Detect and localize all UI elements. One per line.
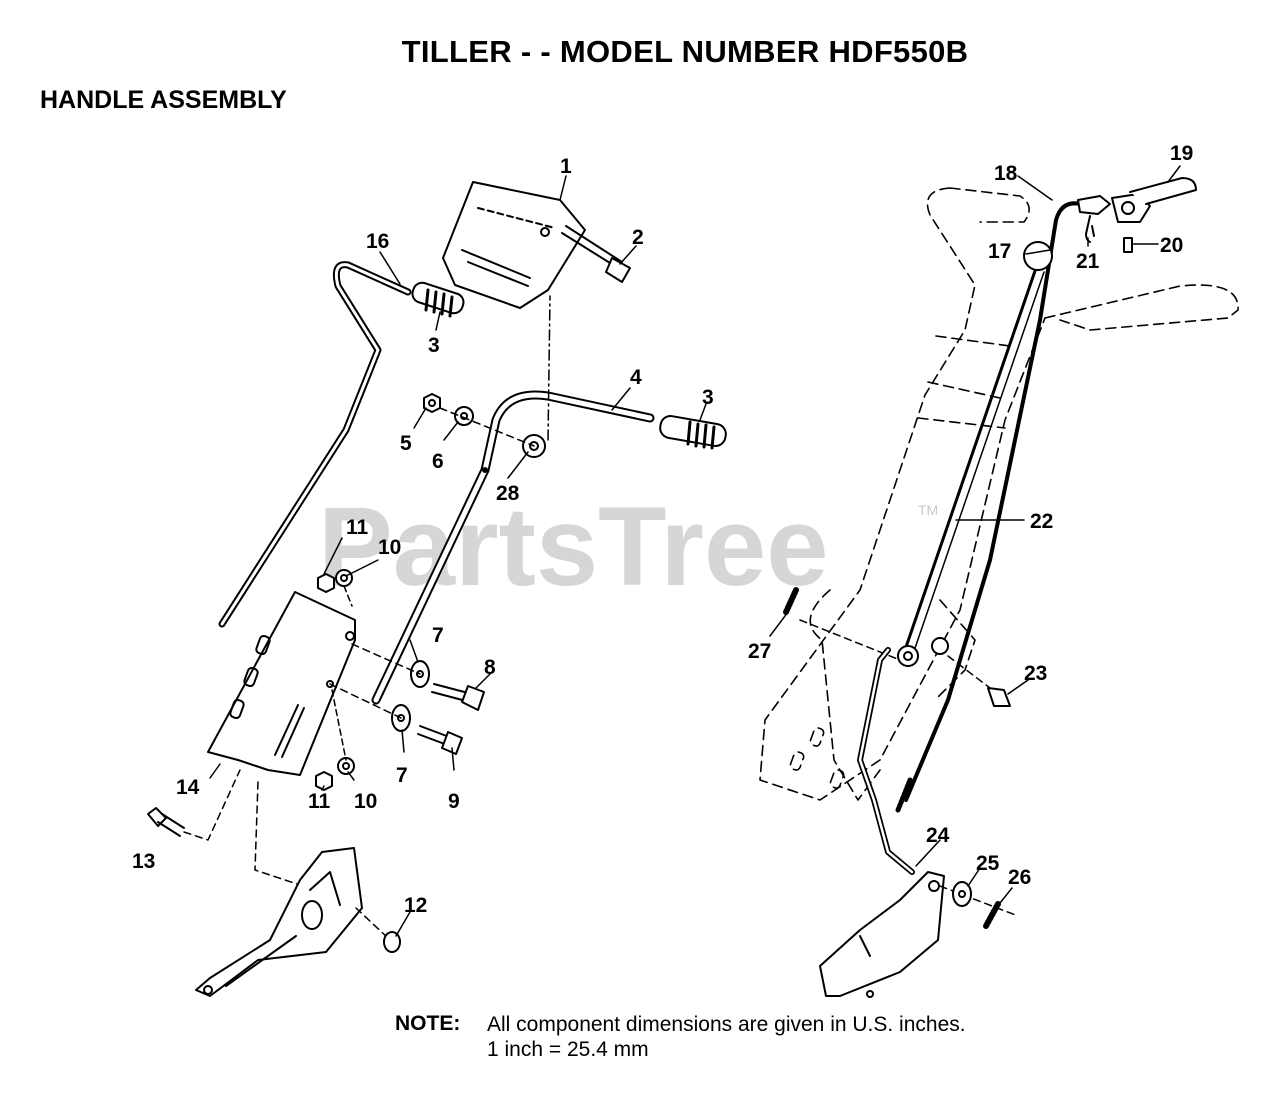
washer-part-25 xyxy=(952,881,972,907)
note-line-1: All component dimensions are given in U.… xyxy=(487,1013,966,1036)
callout-6: 6 xyxy=(432,450,444,473)
callout-1: 1 xyxy=(560,155,572,178)
note-line-2: 1 inch = 25.4 mm xyxy=(487,1038,649,1061)
main-handle-part xyxy=(371,390,655,705)
leader-line xyxy=(547,295,551,441)
callout-numbers: 1 2 16 3 4 3 5 6 28 11 10 7 8 7 9 11 10 … xyxy=(132,142,1193,917)
nut-part xyxy=(317,573,335,593)
callout-3-right: 3 xyxy=(702,386,714,409)
note-label: NOTE: xyxy=(395,1012,461,1035)
callout-23: 23 xyxy=(1024,662,1047,685)
upper-rod-part xyxy=(218,261,412,628)
bolt-part-9 xyxy=(417,725,463,755)
callout-2: 2 xyxy=(632,226,644,249)
frame-bracket-part xyxy=(195,847,363,997)
callout-10: 10 xyxy=(378,536,401,559)
callout-22: 22 xyxy=(1030,510,1053,533)
spring-part-27 xyxy=(783,587,799,615)
callout-7: 7 xyxy=(432,624,444,647)
callout-28: 28 xyxy=(496,482,520,505)
callout-27: 27 xyxy=(748,640,771,663)
diagram-title: TILLER - - MODEL NUMBER HDF550B xyxy=(401,34,969,69)
lock-washer-part xyxy=(335,569,353,587)
bolt-part xyxy=(561,225,631,283)
callout-11: 11 xyxy=(346,516,369,539)
callout-12: 12 xyxy=(404,894,427,917)
lock-washer-part-lower xyxy=(337,757,355,775)
control-rod-part xyxy=(903,266,1045,655)
callout-20: 20 xyxy=(1160,234,1183,257)
washer-part xyxy=(454,406,474,426)
callout-7-lower: 7 xyxy=(396,764,408,787)
knob-part xyxy=(1023,241,1053,271)
callout-14: 14 xyxy=(176,776,200,799)
callout-8: 8 xyxy=(484,656,496,679)
callout-26: 26 xyxy=(1008,866,1031,889)
callout-3: 3 xyxy=(428,334,440,357)
handle-outline xyxy=(759,187,1239,801)
callout-25: 25 xyxy=(976,852,1000,875)
leader-line xyxy=(439,407,535,447)
callout-4: 4 xyxy=(630,366,642,389)
grip-part xyxy=(411,281,465,318)
grip-part-right xyxy=(659,415,727,450)
control-lever-part xyxy=(1077,177,1197,253)
callout-11-lower: 11 xyxy=(308,790,331,813)
callout-10-lower: 10 xyxy=(354,790,377,813)
callout-17: 17 xyxy=(988,240,1011,263)
watermark-tm: TM xyxy=(918,502,938,518)
callout-13: 13 xyxy=(132,850,155,873)
callout-9: 9 xyxy=(448,790,460,813)
callout-19: 19 xyxy=(1170,142,1193,165)
frame-bracket-part-right xyxy=(819,871,945,998)
callout-5: 5 xyxy=(400,432,412,455)
callout-18: 18 xyxy=(994,162,1018,185)
nut-part xyxy=(423,393,441,413)
bracket-plate-part xyxy=(207,591,356,776)
callout-21: 21 xyxy=(1076,250,1100,273)
pivot-part xyxy=(897,637,1011,707)
control-cable-part xyxy=(904,201,1082,802)
spring-part xyxy=(895,777,913,813)
section-title: HANDLE ASSEMBLY xyxy=(40,86,287,114)
handle-panel-part xyxy=(442,181,586,309)
dimension-note: NOTE: All component dimensions are given … xyxy=(395,1012,966,1062)
callout-24: 24 xyxy=(926,824,950,847)
callout-16: 16 xyxy=(366,230,389,253)
watermark: PartsTree xyxy=(318,484,829,609)
bolt-part-13 xyxy=(147,807,185,837)
nut-part-12 xyxy=(383,931,401,953)
nut-part-lower xyxy=(315,771,333,791)
callout-leaders xyxy=(209,165,1181,937)
shift-rod-part xyxy=(857,647,915,875)
bolt-part-8 xyxy=(431,683,485,711)
